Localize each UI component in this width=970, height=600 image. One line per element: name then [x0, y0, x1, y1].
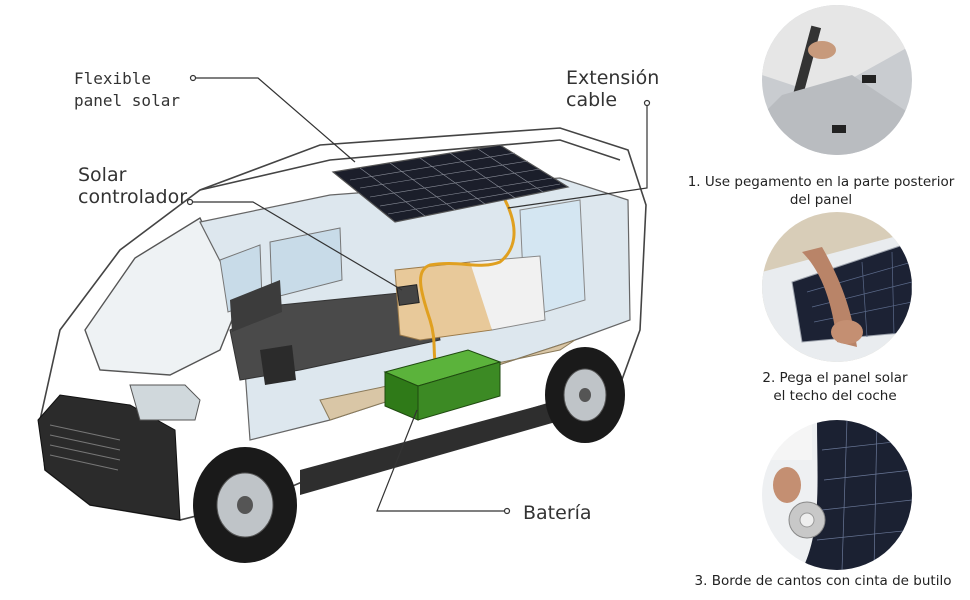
- solar-controller: [396, 284, 420, 306]
- label-battery: Batería: [523, 502, 592, 524]
- side-mirror: [260, 345, 296, 385]
- leader-panel: [193, 77, 356, 163]
- label-solar-controller: Solar controlador: [78, 164, 187, 208]
- windshield: [84, 216, 241, 376]
- side-window-2: [269, 227, 343, 299]
- label-extension-cable: Extensión cable: [566, 67, 660, 111]
- van-illustration: [37, 74, 651, 563]
- sofa-back: [230, 280, 282, 332]
- leader-battery: [376, 409, 507, 512]
- step-2-photo: [762, 212, 912, 362]
- leader-lines: [190, 77, 648, 512]
- rear-wheel: [545, 347, 625, 443]
- leader-controller: [190, 201, 403, 291]
- front-wheel: [193, 447, 297, 563]
- cable-line: [419, 199, 516, 373]
- leader-cable: [507, 103, 648, 209]
- roof-solar-panel: [331, 144, 570, 223]
- step-2-caption: 2. Pega el panel solar el techo del coch…: [762, 370, 908, 404]
- headlight: [129, 384, 201, 421]
- side-skirt: [300, 385, 620, 495]
- battery: [383, 349, 502, 421]
- leader-dots: [186, 74, 651, 515]
- step-3-caption: 3. Borde de cantos con cinta de butilo: [694, 573, 952, 589]
- label-flexible-panel: Flexible panel solar: [74, 69, 180, 110]
- grill: [49, 424, 121, 471]
- step-1-photo: [762, 5, 912, 155]
- step-1-caption: 1. Use pegamento en la parte posterior d…: [687, 174, 955, 208]
- step-3-photo: [762, 420, 912, 570]
